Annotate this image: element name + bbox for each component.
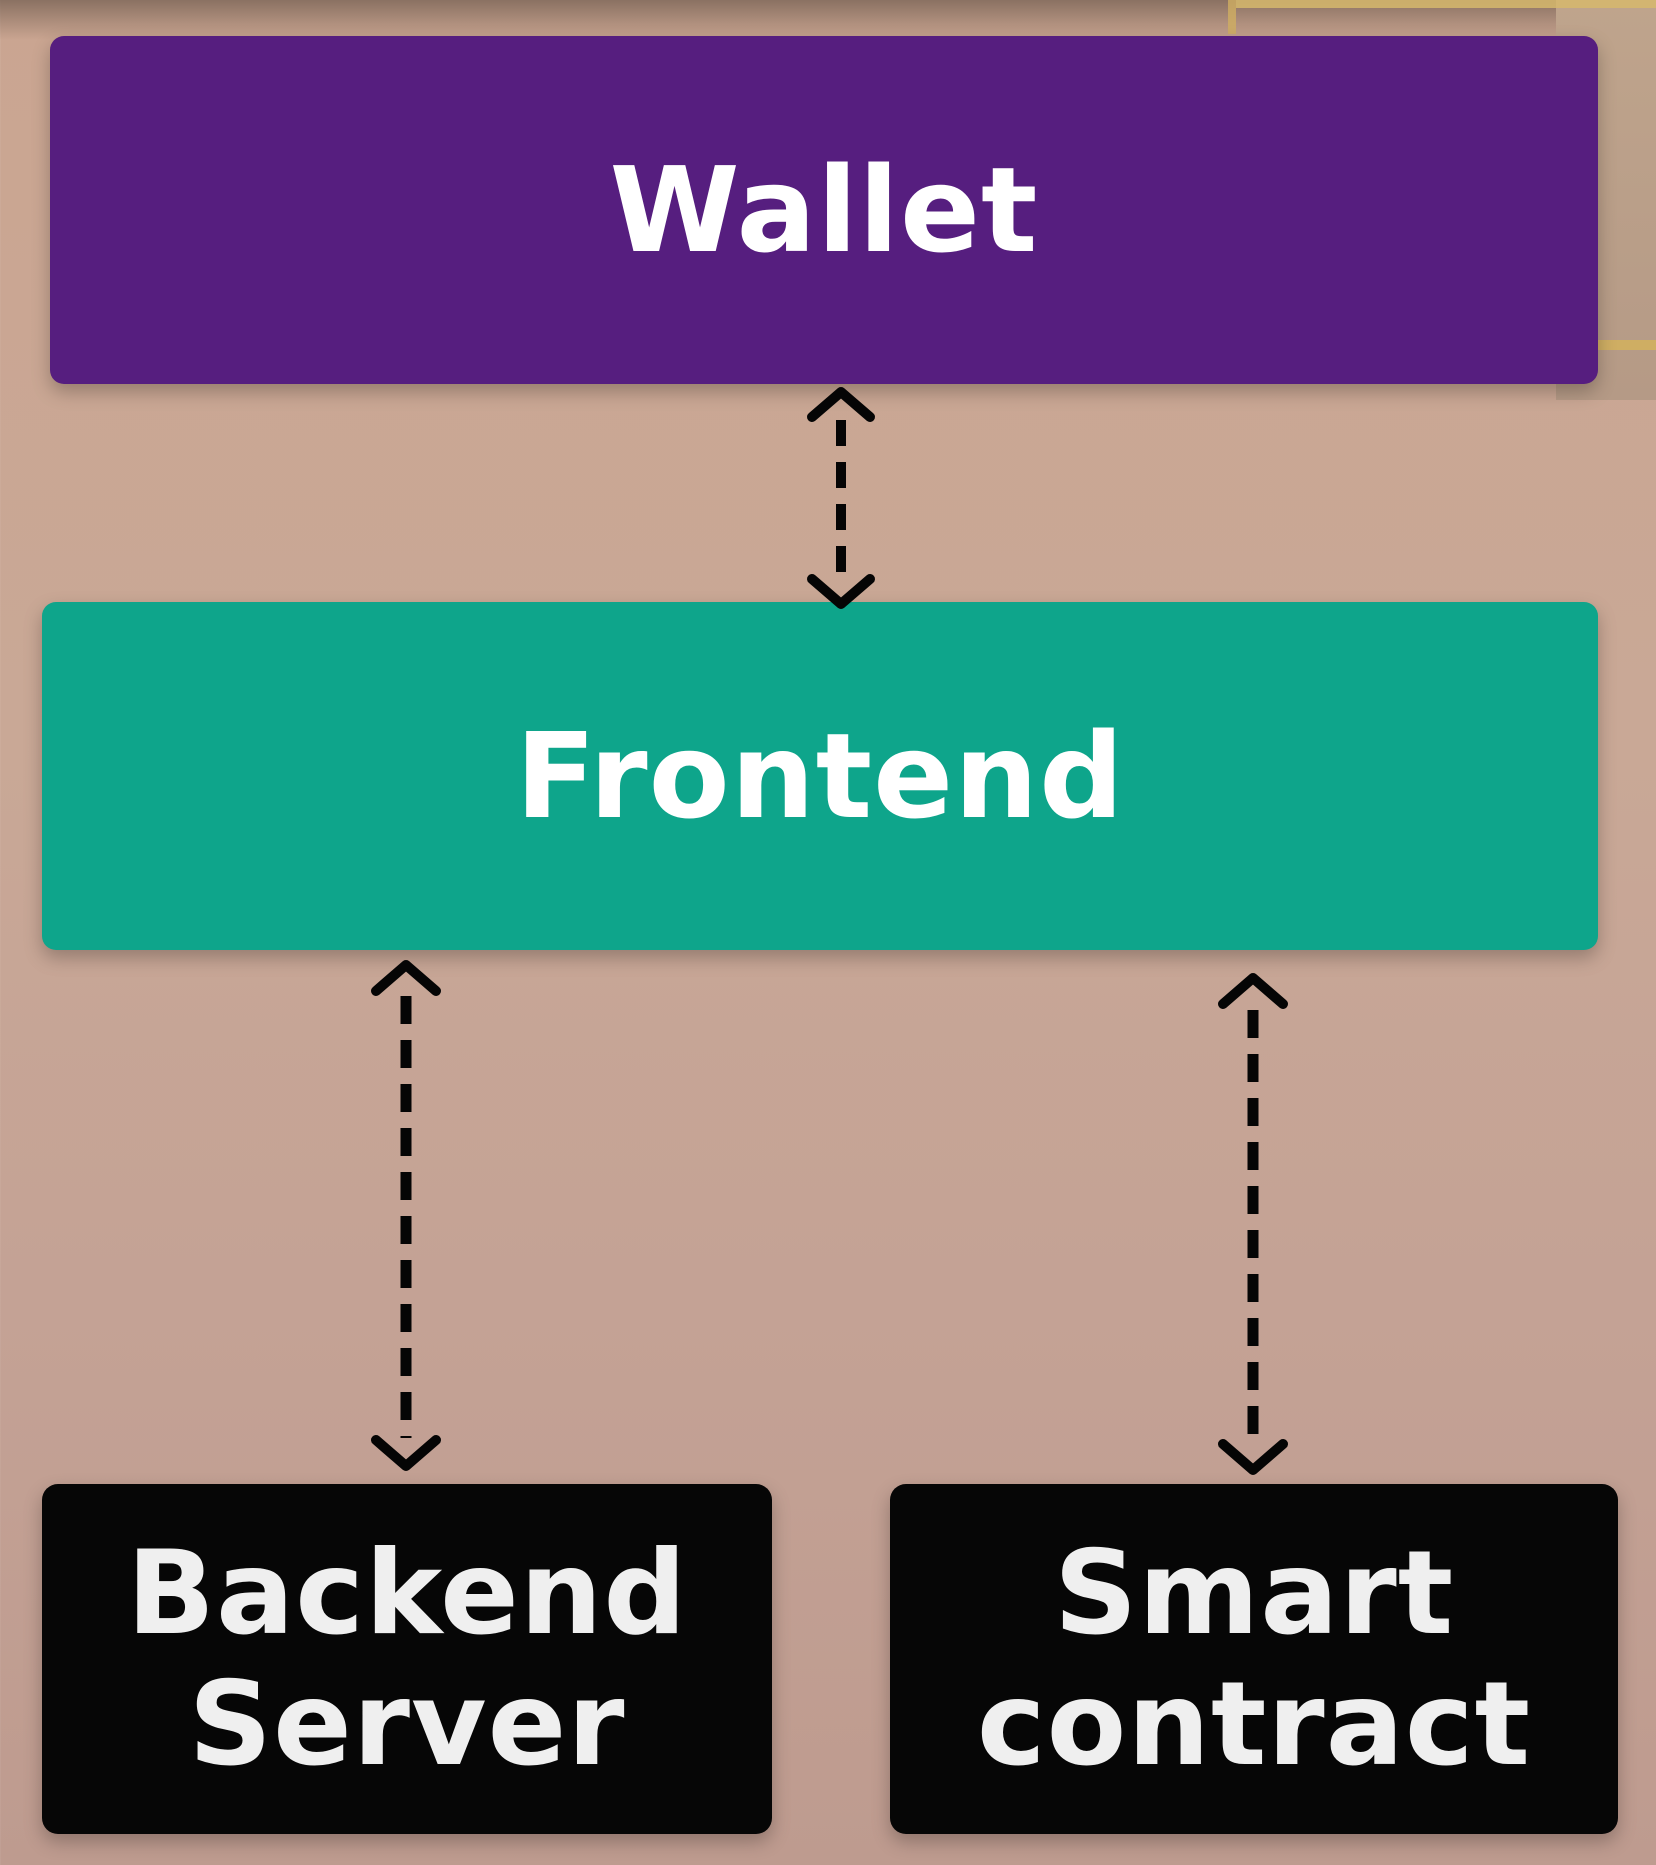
- smart-contract-box: Smart contract: [890, 1484, 1618, 1834]
- smart-contract-label-line2: contract: [976, 1657, 1532, 1792]
- frontend-arrow-down-icon: [807, 574, 875, 609]
- backend-server-label-line1: Backend: [126, 1525, 688, 1661]
- frontend-contract-arrow-up-icon: [1218, 973, 1288, 1009]
- frontend-label: Frontend: [515, 707, 1125, 845]
- frontend-backend-connector: [371, 960, 441, 1471]
- background-frame-line: [1556, 340, 1656, 350]
- contract-arrow-down-icon: [1218, 1439, 1288, 1475]
- backend-server-box: Backend Server: [42, 1484, 772, 1834]
- background-frame-line: [1236, 0, 1656, 8]
- frontend-backend-arrow-up-icon: [371, 960, 441, 996]
- frontend-box: Frontend: [42, 602, 1598, 950]
- frontend-contract-connector: [1218, 973, 1288, 1475]
- wallet-frontend-connector: [807, 387, 875, 609]
- wallet-box: Wallet: [50, 36, 1598, 384]
- background-frame-line: [1228, 0, 1236, 34]
- wallet-label: Wallet: [609, 141, 1039, 279]
- backend-server-label-line2: Server: [188, 1657, 626, 1792]
- smart-contract-label-line1: Smart: [1053, 1525, 1455, 1661]
- backend-arrow-down-icon: [371, 1435, 441, 1471]
- wallet-arrow-up-icon: [807, 387, 875, 422]
